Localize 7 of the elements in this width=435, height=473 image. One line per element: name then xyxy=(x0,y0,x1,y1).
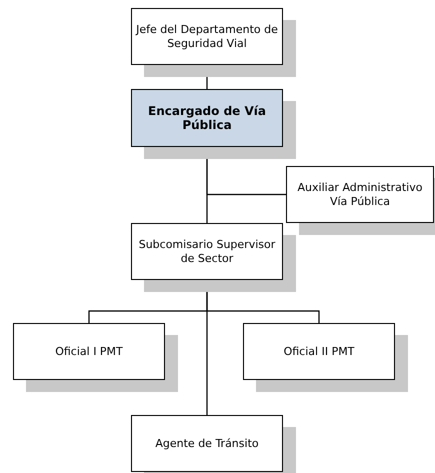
role-title: Jefe del Departamento de Seguridad Vial xyxy=(136,23,278,50)
role-title: Oficial II PMT xyxy=(284,344,354,358)
role-title: Agente de Tránsito xyxy=(155,436,259,450)
role-title: Auxiliar Administrativo Vía Pública xyxy=(296,181,424,208)
role-title: Subcomisario Supervisor de Sector xyxy=(138,238,276,265)
role-title: Encargado de Vía Pública xyxy=(147,104,267,132)
role-title: Oficial I PMT xyxy=(55,344,123,358)
